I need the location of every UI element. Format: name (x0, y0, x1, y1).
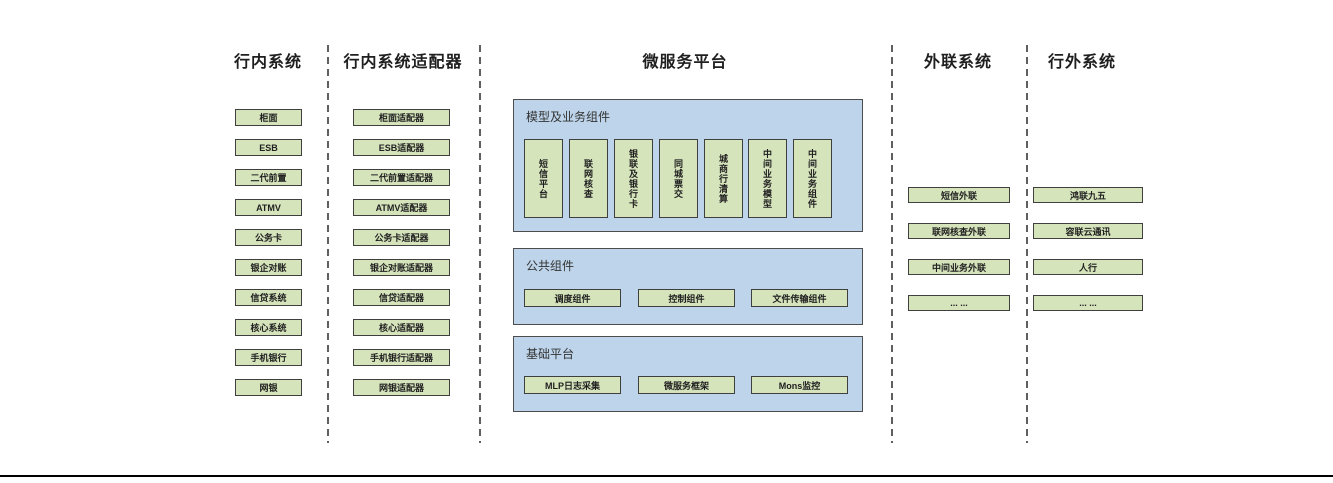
component-box: 调度组件 (524, 289, 621, 307)
column-header-microservice-platform: 微服务平台 (642, 54, 728, 71)
component-box: Mons监控 (751, 376, 848, 394)
bottom-rule (0, 475, 1333, 477)
adapter-box: 银企对账适配器 (353, 259, 450, 276)
adapter-box: 信贷适配器 (353, 289, 450, 306)
adapter-box: ATMV适配器 (353, 199, 450, 216)
adapter-box: 手机银行适配器 (353, 349, 450, 366)
adapter-box: 核心适配器 (353, 319, 450, 336)
outreach-system-box: 联网核查外联 (908, 223, 1010, 239)
panel-common-components: 公共组件 调度组件 控制组件 文件传输组件 (513, 248, 863, 325)
outreach-system-box: 短信外联 (908, 187, 1010, 203)
adapter-box: 网银适配器 (353, 379, 450, 396)
panel-title: 模型及业务组件 (526, 110, 611, 124)
panel-model-business-components: 模型及业务组件 短信平台 联网核查 银联及银行卡 同城票交 城商行清算 中间业务… (513, 99, 863, 232)
component-box: 控制组件 (638, 289, 735, 307)
internal-system-box: 柜面 (235, 109, 302, 126)
column-separator-4 (1026, 45, 1028, 443)
vertical-component-box: 联网核查 (569, 139, 608, 218)
internal-system-box: 二代前置 (235, 169, 302, 186)
component-box: 微服务框架 (638, 376, 735, 394)
vertical-component-box: 城商行清算 (704, 139, 743, 218)
vertical-component-box: 短信平台 (524, 139, 563, 218)
vertical-component-box: 同城票交 (659, 139, 698, 218)
internal-system-box: ESB (235, 139, 302, 156)
column-separator-1 (327, 45, 329, 443)
internal-system-box: 公务卡 (235, 229, 302, 246)
vertical-component-box: 中间业务组件 (793, 139, 832, 218)
panel-base-platform: 基础平台 MLP日志采集 微服务框架 Mons监控 (513, 336, 863, 412)
vertical-component-box: 中间业务模型 (748, 139, 787, 218)
vertical-component-box: 银联及银行卡 (614, 139, 653, 218)
adapter-box: 公务卡适配器 (353, 229, 450, 246)
column-header-internal-adapters: 行内系统适配器 (343, 54, 463, 71)
column-separator-3 (891, 45, 893, 443)
panel-title: 基础平台 (526, 347, 575, 361)
internal-system-box: 核心系统 (235, 319, 302, 336)
internal-system-box: 手机银行 (235, 349, 302, 366)
outreach-system-box: ... ... (908, 295, 1010, 311)
internal-system-box: ATMV (235, 199, 302, 216)
external-system-box: ... ... (1033, 295, 1143, 311)
external-system-box: 鸿联九五 (1033, 187, 1143, 203)
component-box: 文件传输组件 (751, 289, 848, 307)
adapter-box: 二代前置适配器 (353, 169, 450, 186)
column-header-external-systems: 行外系统 (1047, 54, 1116, 71)
panel-title: 公共组件 (526, 259, 575, 273)
external-system-box: 容联云通讯 (1033, 223, 1143, 239)
outreach-system-box: 中间业务外联 (908, 259, 1010, 275)
column-separator-2 (479, 45, 481, 443)
component-box: MLP日志采集 (524, 376, 621, 394)
external-system-box: 人行 (1033, 259, 1143, 275)
internal-system-box: 信贷系统 (235, 289, 302, 306)
internal-system-box: 银企对账 (235, 259, 302, 276)
internal-system-box: 网银 (235, 379, 302, 396)
column-header-outreach-systems: 外联系统 (923, 54, 992, 71)
adapter-box: 柜面适配器 (353, 109, 450, 126)
column-header-internal-systems: 行内系统 (233, 54, 302, 71)
adapter-box: ESB适配器 (353, 139, 450, 156)
